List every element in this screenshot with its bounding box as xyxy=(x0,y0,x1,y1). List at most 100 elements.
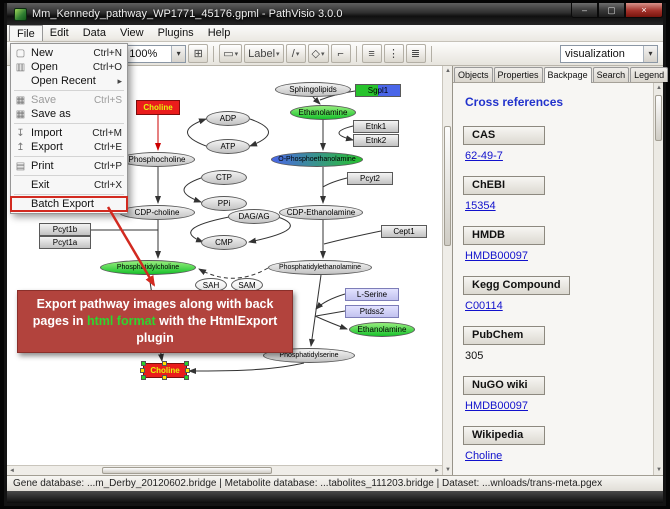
xref-value-link[interactable]: HMDB00097 xyxy=(465,250,528,262)
node-etnk2[interactable]: Etnk2 xyxy=(353,134,399,147)
selection-handle[interactable] xyxy=(141,361,146,366)
distribute-button[interactable]: ≣ xyxy=(405,44,426,63)
tab-legend[interactable]: Legend xyxy=(630,67,669,82)
node-phosphocholine[interactable]: Phosphocholine xyxy=(119,152,195,167)
node-cdp-ethanolamine[interactable]: CDP-Ethanolamine xyxy=(279,205,363,220)
file-menu-item-batch-export[interactable]: Batch Export xyxy=(10,196,128,212)
xref-value-link[interactable]: Choline xyxy=(465,450,503,462)
scroll-down-icon[interactable]: ▼ xyxy=(445,467,451,473)
xref-value-link[interactable]: HMDB00097 xyxy=(465,400,528,412)
xref-value: 305 xyxy=(465,350,484,362)
close-button[interactable]: × xyxy=(625,3,663,18)
node-phosphatidylethanolamine[interactable]: Phosphatidylethanolamine xyxy=(268,260,372,275)
sidebar-scrollbar[interactable]: ▲ ▼ xyxy=(653,83,663,475)
shape-tool-button[interactable]: ◇▾ xyxy=(307,44,329,63)
tab-objects[interactable]: Objects xyxy=(454,67,493,82)
node-pcyt1a[interactable]: Pcyt1a xyxy=(39,236,91,249)
menu-help[interactable]: Help xyxy=(207,27,231,39)
node-ctp[interactable]: CTP xyxy=(201,170,247,185)
title-bar[interactable]: Mm_Kennedy_pathway_WP1771_45176.gpml - P… xyxy=(7,3,663,25)
pathway-edge xyxy=(315,293,346,310)
xref-value-link[interactable]: C00114 xyxy=(465,300,503,312)
node-ptdss2[interactable]: Ptdss2 xyxy=(345,305,399,318)
zoom-select[interactable]: 100%▾ xyxy=(124,44,187,63)
node-adp[interactable]: ADP xyxy=(206,111,250,126)
node-cdp-choline[interactable]: CDP-choline xyxy=(119,205,195,220)
pathway-edge xyxy=(249,118,269,147)
xref-value-link[interactable]: 62-49-7 xyxy=(465,150,503,162)
sidebar-scroll-down-icon[interactable]: ▼ xyxy=(656,467,662,473)
menu-view[interactable]: View xyxy=(119,27,144,39)
node-sphingolipids[interactable]: Sphingolipids xyxy=(275,82,351,97)
selection-handle[interactable] xyxy=(162,375,167,380)
pathway-edge xyxy=(315,310,346,317)
horizontal-scroll-thumb[interactable] xyxy=(102,467,272,474)
node-choline-top[interactable]: Choline xyxy=(136,100,180,115)
zoom-to-fit-button[interactable]: ⊞ xyxy=(188,44,209,63)
tab-properties[interactable]: Properties xyxy=(493,67,543,82)
selection-handle[interactable] xyxy=(185,367,190,373)
node-ethanolamine-2[interactable]: Ethanolamine xyxy=(349,322,415,337)
node-choline-bottom[interactable]: Choline xyxy=(140,361,190,380)
node-phosphatidylcholine[interactable]: Phosphatidylcholine xyxy=(100,260,196,275)
tab-search[interactable]: Search xyxy=(592,67,630,82)
vertical-scroll-thumb[interactable] xyxy=(444,126,451,246)
scroll-left-icon[interactable]: ◄ xyxy=(9,468,15,474)
align-horizontal-button[interactable]: ≡ xyxy=(361,44,382,63)
node-ppi[interactable]: PPi xyxy=(201,196,247,211)
sidebar-scroll-up-icon[interactable]: ▲ xyxy=(656,85,662,91)
tab-backpage[interactable]: Backpage xyxy=(543,67,592,83)
file-menu-item-save-as[interactable]: ▦Save as xyxy=(11,107,127,121)
menu-file[interactable]: File xyxy=(9,25,43,41)
node-sgpl1[interactable]: Sgpl1 xyxy=(355,84,401,97)
node-etnk1[interactable]: Etnk1 xyxy=(353,120,399,133)
pathway-edge xyxy=(322,177,348,188)
selection-handle[interactable] xyxy=(184,361,189,366)
xref-value-link[interactable]: 15354 xyxy=(465,200,496,212)
selection-handle[interactable] xyxy=(184,375,189,380)
menu-data[interactable]: Data xyxy=(82,27,106,39)
node-atp[interactable]: ATP xyxy=(206,139,250,154)
line-tool-button[interactable]: /▾ xyxy=(285,44,306,63)
minimize-button[interactable]: – xyxy=(571,3,598,18)
dropdown-arrow-icon: ▾ xyxy=(643,45,657,62)
save-icon: ▦ xyxy=(15,94,26,106)
label-tool-button[interactable]: Label▾ xyxy=(244,44,284,63)
selection-handle[interactable] xyxy=(162,361,167,366)
node-pcyt1b[interactable]: Pcyt1b xyxy=(39,223,91,236)
node-cmp[interactable]: CMP xyxy=(201,235,247,250)
menu-separator xyxy=(14,194,124,195)
visualization-select[interactable]: visualization▾ xyxy=(560,44,658,63)
scroll-up-icon[interactable]: ▲ xyxy=(445,68,451,74)
vertical-scrollbar[interactable]: ▲ ▼ xyxy=(442,66,452,475)
align-vertical-button[interactable]: ⋮ xyxy=(383,44,404,63)
xref-source-header: CAS xyxy=(463,126,545,145)
node-pcyt2[interactable]: Pcyt2 xyxy=(347,172,393,185)
scroll-right-icon[interactable]: ► xyxy=(434,468,440,474)
menu-edit[interactable]: Edit xyxy=(49,27,69,39)
horizontal-scrollbar[interactable]: ◄ ► xyxy=(7,465,442,475)
connector-tool-button[interactable]: ⌐ xyxy=(330,44,351,63)
node-l-serine[interactable]: L-Serine xyxy=(345,288,399,301)
maximize-button[interactable]: ▢ xyxy=(598,3,625,18)
selection-handle[interactable] xyxy=(141,375,146,380)
sidebar-scroll-thumb[interactable] xyxy=(655,95,662,141)
window-controls: – ▢ × xyxy=(571,3,663,18)
file-menu-item-open-recent[interactable]: Open Recent▸ xyxy=(11,74,127,88)
node-o-phosphoethanolamine[interactable]: O-Phosphoethanolamine xyxy=(271,152,363,167)
node-ethanolamine[interactable]: Ethanolamine xyxy=(290,105,356,120)
node-dag-ag[interactable]: DAG/AG xyxy=(228,209,280,224)
node-cept1[interactable]: Cept1 xyxy=(381,225,427,238)
menu-plugins[interactable]: Plugins xyxy=(157,27,194,39)
gene-product-tool-button[interactable]: ▭▾ xyxy=(219,44,243,63)
pathway-edge xyxy=(187,118,207,147)
selection-handle[interactable] xyxy=(140,367,145,373)
